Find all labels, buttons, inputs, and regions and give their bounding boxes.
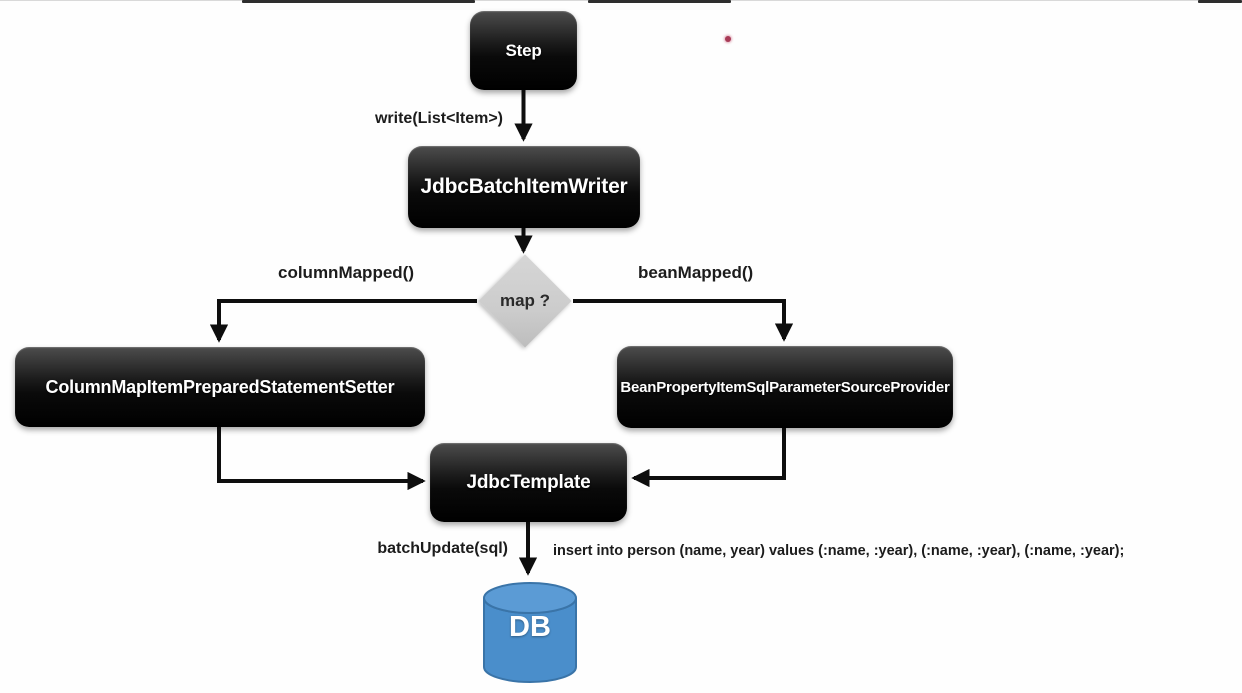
label-batch-update: batchUpdate(sql) (377, 540, 508, 557)
node-column-map-item-prepared-statement-setter: ColumnMapItemPreparedStatementSetter (15, 347, 425, 427)
db-cylinder-icon (483, 582, 577, 683)
node-bean-property-item-sql-parameter-source-provider: BeanPropertyItemSqlParameterSourceProvid… (617, 346, 953, 428)
node-decision-map: map ? (499, 291, 551, 310)
db-label: DB (509, 611, 551, 643)
node-bean-provider-label: BeanPropertyItemSqlParameterSourceProvid… (620, 378, 950, 396)
edge-decision-to-column-setter (209, 299, 477, 343)
node-jdbc-template: JdbcTemplate (430, 443, 627, 522)
top-edge-segment (1198, 0, 1242, 3)
node-step-label: Step (505, 40, 542, 60)
label-column-mapped: columnMapped() (278, 263, 414, 282)
label-write-list-item: write(List<Item>) (374, 110, 503, 127)
edge-column-setter-to-template (217, 427, 426, 491)
edge-bean-provider-to-template (631, 428, 786, 488)
node-jdbc-template-label: JdbcTemplate (466, 471, 591, 493)
node-column-setter-label: ColumnMapItemPreparedStatementSetter (45, 376, 395, 397)
top-edge-segment (588, 0, 731, 3)
node-jdbc-batch-item-writer-label: JdbcBatchItemWriter (420, 175, 628, 198)
node-step: Step (470, 11, 577, 90)
node-jdbc-batch-item-writer: JdbcBatchItemWriter (408, 146, 640, 228)
top-edge-segment (242, 0, 475, 3)
laser-pointer-dot (725, 36, 731, 42)
label-bean-mapped: beanMapped() (638, 263, 754, 282)
label-sql-statement: insert into person (name, year) values (… (553, 543, 1125, 559)
edge-decision-to-bean-provider (573, 299, 794, 342)
